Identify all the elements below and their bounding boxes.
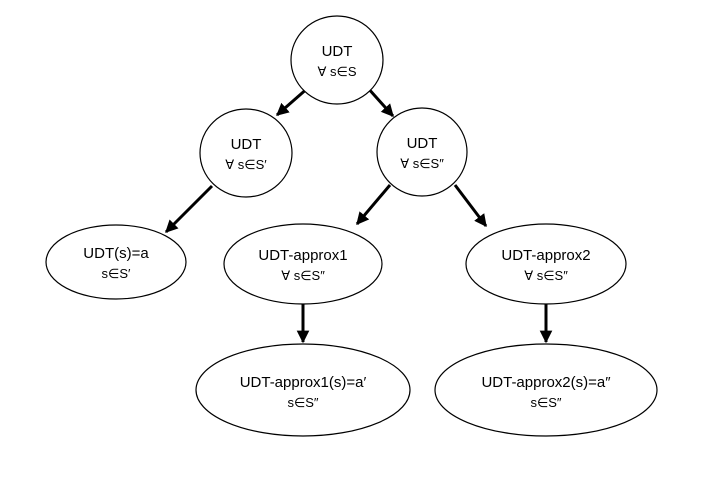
- node-udt-result-title: UDT(s)=a: [83, 245, 149, 262]
- node-approx2-result-title: UDT-approx2(s)=a″: [481, 374, 611, 391]
- edge-udt-sdouble-to-approx2: [453, 184, 488, 228]
- node-approx2: UDT-approx2 ∀ s∈S″: [465, 223, 627, 305]
- node-udt-sdouble: UDT ∀ s∈S″: [376, 107, 468, 197]
- node-approx2-subtitle: ∀ s∈S″: [524, 268, 568, 283]
- node-approx2-result-subtitle: s∈S″: [530, 395, 561, 410]
- node-udt-sprime-subtitle: ∀ s∈S′: [225, 157, 267, 172]
- node-root: UDT ∀ s∈S: [290, 15, 384, 105]
- node-udt-sdouble-title: UDT: [407, 135, 438, 152]
- node-approx1-result-title: UDT-approx1(s)=a′: [240, 374, 367, 391]
- node-udt-sdouble-subtitle: ∀ s∈S″: [400, 156, 444, 171]
- node-approx1: UDT-approx1 ∀ s∈S″: [223, 223, 383, 305]
- node-udt-sprime-title: UDT: [231, 136, 262, 153]
- node-approx2-result: UDT-approx2(s)=a″ s∈S″: [434, 343, 658, 437]
- node-approx1-subtitle: ∀ s∈S″: [281, 268, 325, 283]
- edges-group: [164, 85, 553, 344]
- node-udt-result: UDT(s)=a s∈S′: [45, 224, 187, 300]
- edge-udt-sdouble-to-approx1: [355, 184, 392, 225]
- node-udt-result-subtitle: s∈S′: [102, 266, 131, 281]
- edge-root-to-udt-sprime: [276, 85, 310, 117]
- node-approx1-title: UDT-approx1: [258, 247, 347, 264]
- node-root-subtitle: ∀ s∈S: [318, 64, 357, 79]
- edge-root-to-udt-sdouble: [365, 85, 395, 118]
- node-approx1-result-subtitle: s∈S″: [287, 395, 318, 410]
- node-udt-sprime: UDT ∀ s∈S′: [199, 108, 293, 198]
- node-root-title: UDT: [322, 43, 353, 60]
- node-approx1-result: UDT-approx1(s)=a′ s∈S″: [195, 343, 411, 437]
- edge-udt-sprime-to-udt-result: [164, 184, 214, 234]
- node-approx2-title: UDT-approx2: [501, 247, 590, 264]
